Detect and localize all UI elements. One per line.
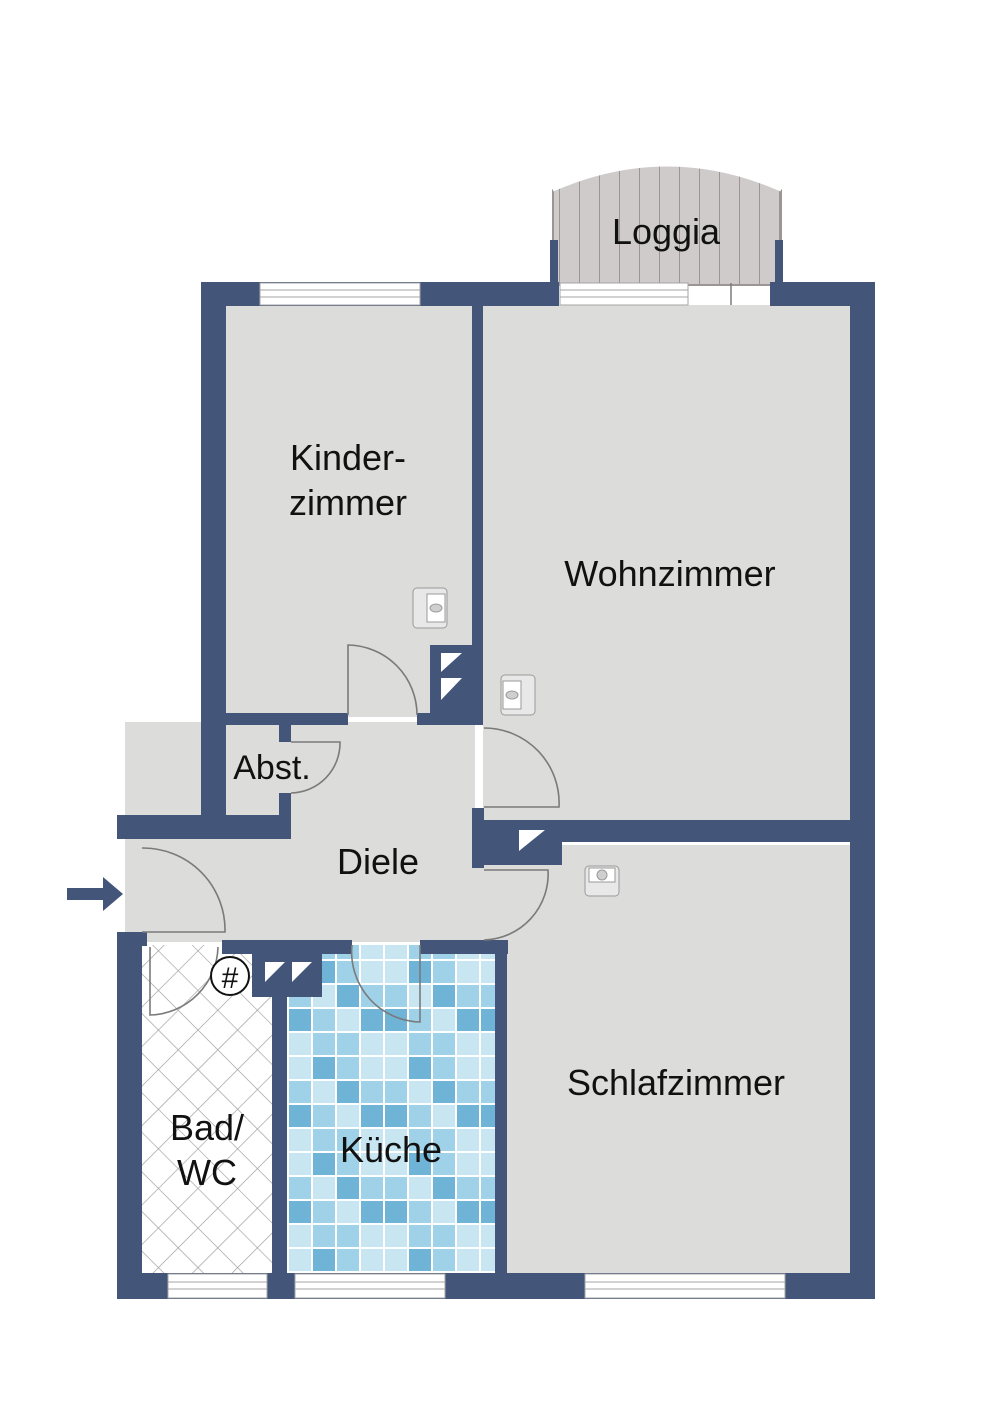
shaft-triangle-icon bbox=[292, 962, 312, 982]
door-entrance bbox=[141, 847, 226, 933]
label-schlafzimmer: Schlafzimmer bbox=[567, 1062, 785, 1103]
door-abstellraum bbox=[290, 741, 341, 794]
shaft-markers bbox=[265, 653, 545, 982]
label-loggia: Loggia bbox=[612, 211, 721, 252]
radiators bbox=[412, 587, 620, 897]
floor-bad-wc bbox=[141, 945, 272, 1273]
window-schlafzimmer bbox=[584, 1273, 786, 1299]
window-kinderzimmer bbox=[259, 282, 421, 306]
shaft-triangle-icon bbox=[441, 678, 462, 700]
floor-kueche bbox=[287, 945, 495, 1273]
label-wohnzimmer: Wohnzimmer bbox=[564, 553, 775, 594]
door-kueche bbox=[350, 944, 421, 1023]
windows bbox=[167, 282, 786, 1299]
entrance-arrow-icon bbox=[67, 877, 123, 911]
shaft-triangle-icon bbox=[441, 653, 462, 672]
label-kinderzimmer-line1: Kinder- bbox=[290, 437, 406, 478]
label-kueche: Küche bbox=[340, 1129, 442, 1170]
door-bad bbox=[149, 946, 219, 1016]
floor-wohnzimmer bbox=[483, 305, 850, 821]
label-abstellraum: Abst. bbox=[233, 749, 310, 787]
door-schlafzimmer bbox=[483, 869, 549, 941]
door-kinderzimmer bbox=[347, 644, 418, 716]
window-bad bbox=[167, 1273, 268, 1299]
radiator-icon bbox=[584, 865, 620, 897]
window-kueche bbox=[294, 1273, 446, 1299]
room-labels: Loggia Kinder- zimmer Wohnzimmer Abst. D… bbox=[170, 211, 785, 1193]
label-bad-line1: Bad/ bbox=[170, 1107, 244, 1148]
vent-hash-icon: # bbox=[222, 962, 239, 995]
label-kinderzimmer-line2: zimmer bbox=[289, 482, 407, 523]
label-diele: Diele bbox=[337, 841, 419, 882]
doors bbox=[141, 644, 560, 1023]
shaft-triangle-icon bbox=[519, 830, 545, 851]
radiator-icon bbox=[412, 587, 448, 629]
vent-marker: # bbox=[210, 956, 250, 996]
radiator-icon bbox=[500, 674, 536, 716]
window-wohnzimmer-loggia bbox=[559, 282, 732, 306]
label-bad-line2: WC bbox=[177, 1152, 237, 1193]
door-wohnzimmer bbox=[483, 727, 560, 808]
shaft-triangle-icon bbox=[265, 962, 285, 982]
loggia bbox=[550, 163, 783, 290]
